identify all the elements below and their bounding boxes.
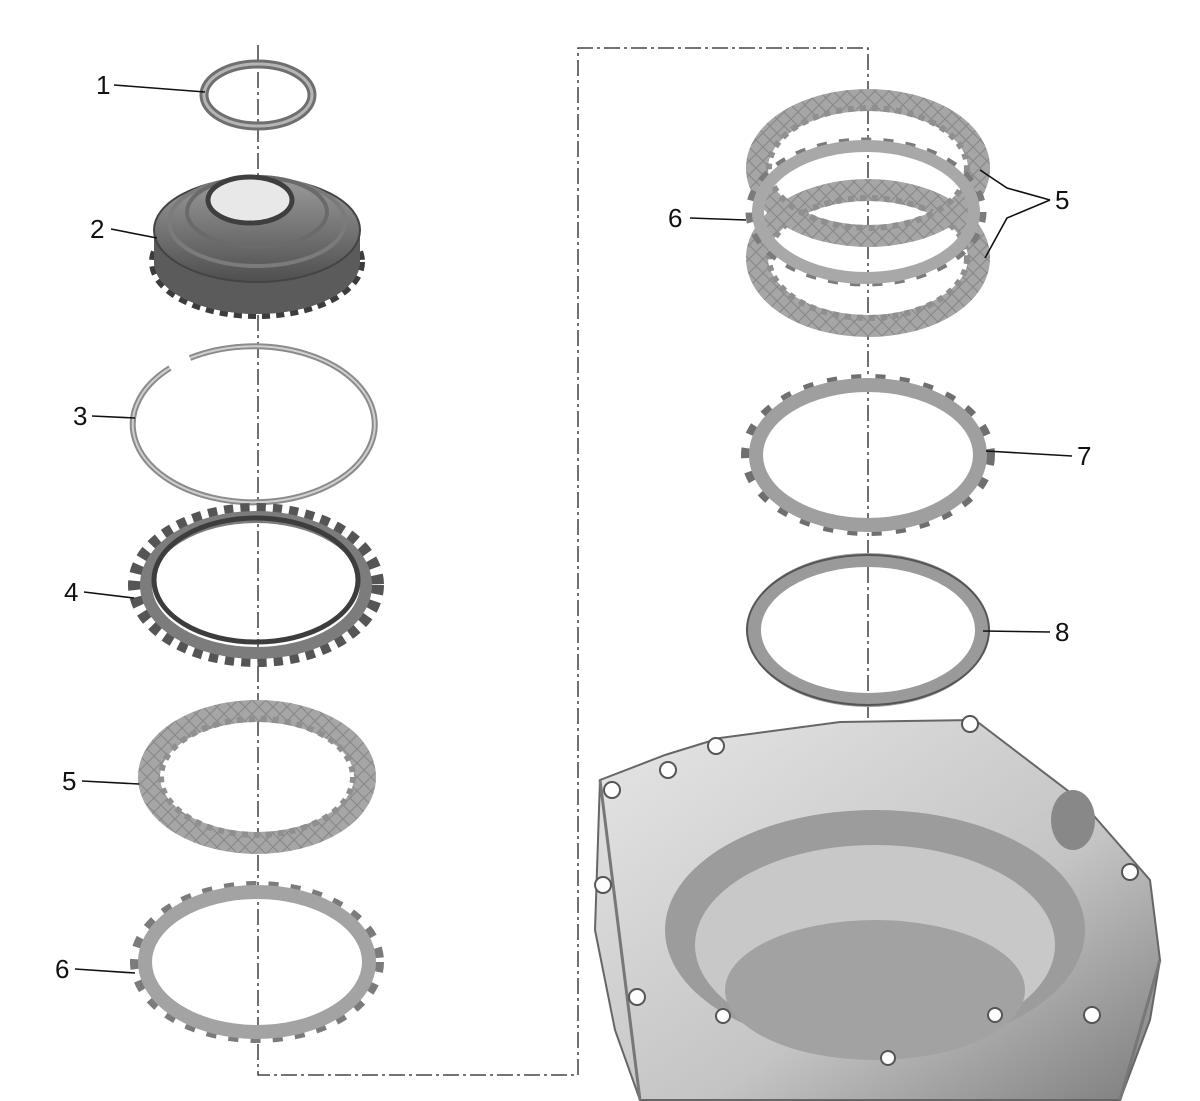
leader-lines [74,84,1073,974]
callout-6-right: 6 [668,203,682,233]
callout-1: 1 [96,70,110,100]
callout-5-left: 5 [62,766,76,796]
part-5-friction-plates-right [746,89,990,337]
transmission-housing [593,715,1162,1101]
part-7-tabbed-plate [741,374,995,536]
part-5-friction-plate-left [138,700,376,854]
part-6-steel-plate-right [745,137,987,287]
callout-3: 3 [73,401,87,431]
part-4-toothed-ring [128,503,384,667]
part-8-plain-plate [746,553,990,707]
callout-7: 7 [1077,441,1091,471]
assembly-centerline [257,45,869,1076]
callout-8: 8 [1055,617,1069,647]
callout-6-left: 6 [55,954,69,984]
part-3-spring-ring [129,343,378,506]
part-2-gear-drum [149,174,365,319]
part-1-snap-ring [199,59,317,131]
callout-5-right: 5 [1055,185,1069,215]
callout-4: 4 [64,577,78,607]
callout-2: 2 [90,214,104,244]
part-6-steel-plate-left [130,881,384,1043]
